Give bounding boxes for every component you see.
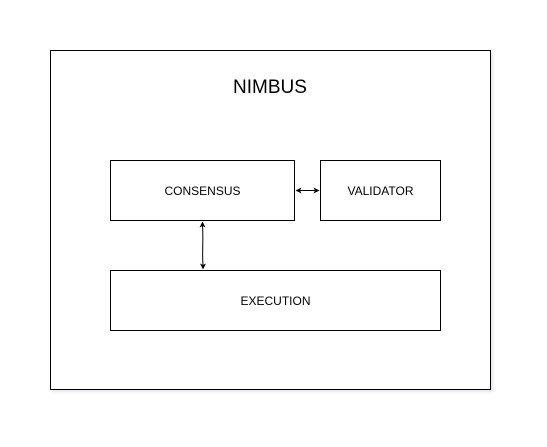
validator-node: VALIDATOR [320, 160, 441, 221]
nimbus-title: NIMBUS [233, 77, 307, 98]
consensus-box [110, 160, 295, 221]
consensus-label: CONSENSUS [164, 184, 240, 198]
consensus-validator-connector [295, 187, 320, 194]
consensus-node: CONSENSUS [110, 160, 295, 221]
consensus-execution-line [202, 225, 204, 266]
consensus-execution-connector [199, 221, 206, 270]
arrowhead-left-icon [295, 187, 302, 194]
validator-label: VALIDATOR [347, 184, 413, 198]
arrowhead-up-icon [199, 221, 206, 228]
arrowhead-down-icon [200, 263, 206, 270]
arrowhead-right-icon [313, 187, 320, 194]
execution-label: EXECUTION [240, 294, 310, 308]
execution-box [110, 270, 441, 331]
validator-box [320, 160, 441, 221]
execution-node: EXECUTION [110, 270, 441, 331]
